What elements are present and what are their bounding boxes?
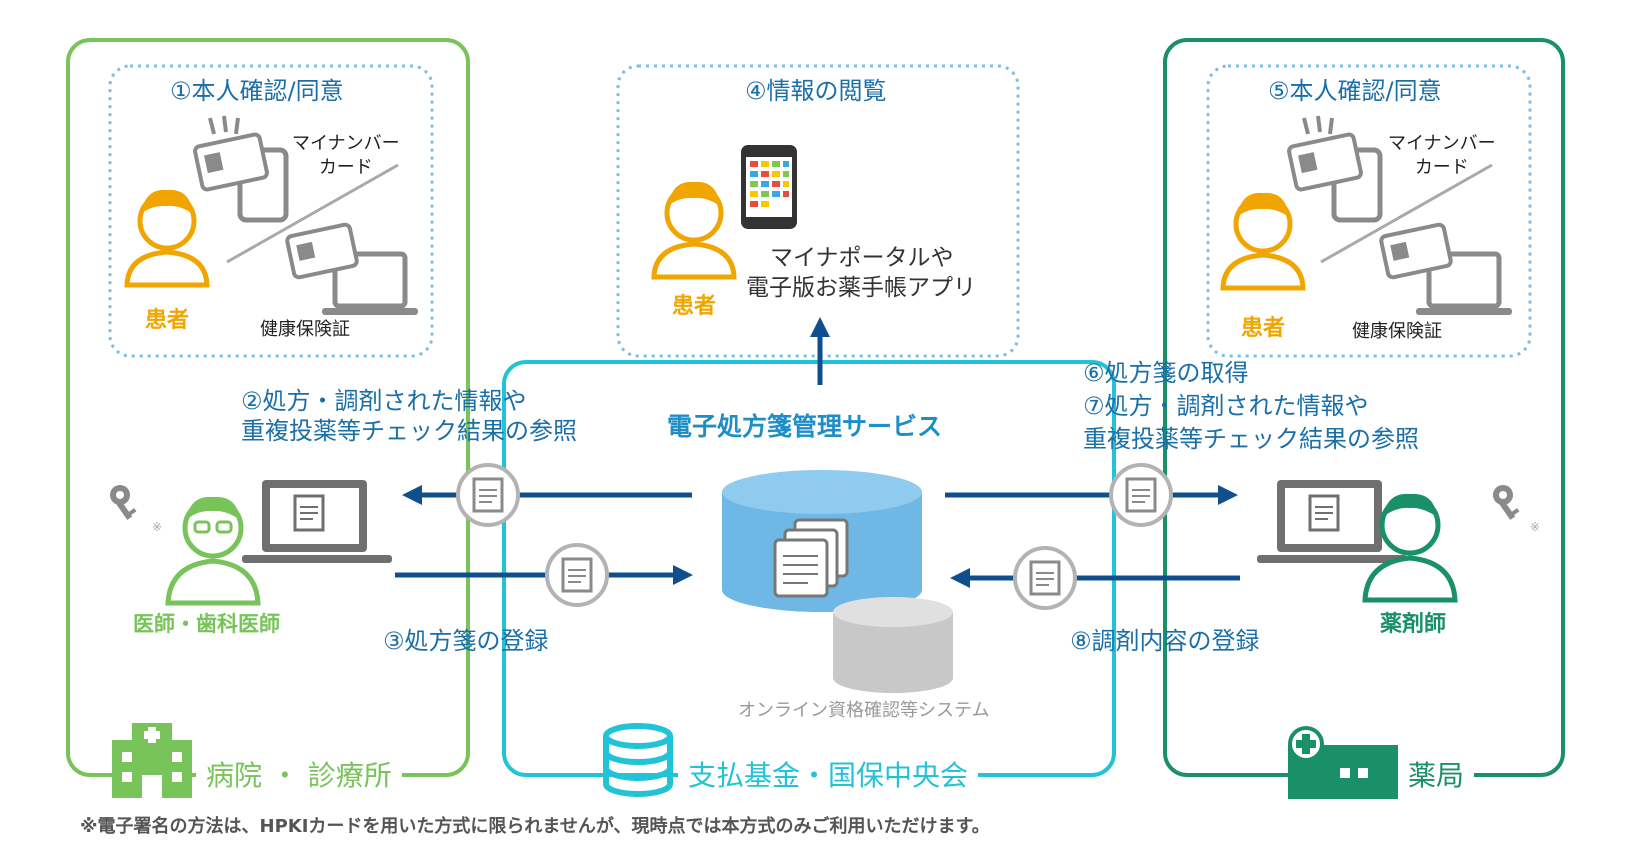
- pharmacist-icon: [1362, 493, 1458, 603]
- step3-label: ③処方箋の登録: [383, 627, 549, 655]
- doctor-laptop-icon: [242, 480, 392, 563]
- center-patient-icon: [651, 181, 737, 280]
- left-patient-icon: [124, 189, 210, 288]
- service-database-icon: [722, 470, 922, 612]
- hospital-section-label: 病院 ・ 診療所: [196, 754, 402, 794]
- doc-circle-3: [1109, 463, 1173, 527]
- service-label: 電子処方箋管理サービス: [667, 412, 943, 441]
- step7-line2: 重複投薬等チェック結果の参照: [1083, 425, 1419, 453]
- left-mynumber-label: マイナンバー カード: [292, 133, 400, 178]
- pharmacy-building-icon: [1288, 726, 1398, 799]
- doctor-key-note: ※: [152, 520, 163, 534]
- step7-line1: ⑦処方・調剤された情報や: [1083, 392, 1369, 420]
- doctor-key-icon: [110, 485, 137, 520]
- step5-label: ⑤本人確認/同意: [1268, 77, 1442, 105]
- online-system-label: オンライン資格確認等システム: [738, 700, 990, 721]
- step6-label: ⑥処方箋の取得: [1083, 359, 1249, 387]
- doc-circle-1: [456, 463, 520, 527]
- left-mynumber-card-icon: [193, 115, 289, 223]
- doctor-label: 医師・歯科医師: [133, 612, 280, 636]
- pharmacist-label: 薬剤師: [1380, 612, 1447, 637]
- left-insurance-card-icon: [285, 222, 418, 315]
- pharmacist-key-note: ※: [1530, 520, 1541, 534]
- smartphone-icon: [741, 145, 797, 229]
- step8-label: ⑧調剤内容の登録: [1070, 627, 1260, 655]
- center-view-box: [616, 64, 1020, 358]
- step2-line2: 重複投薬等チェック結果の参照: [241, 417, 577, 445]
- right-patient-icon: [1220, 192, 1306, 291]
- doctor-icon: [165, 496, 261, 606]
- fund-section-label: 支払基金・国保中央会: [678, 754, 979, 794]
- hospital-building-icon: [112, 723, 192, 798]
- pharmacy-section-label: 薬局: [1398, 754, 1475, 794]
- step2-line1: ②処方・調剤された情報や: [241, 387, 527, 415]
- portal-line1: マイナポータルや: [770, 245, 954, 271]
- doc-circle-4: [1013, 546, 1077, 610]
- left-patient-label: 患者: [145, 308, 190, 333]
- doc-circle-2: [545, 543, 609, 607]
- right-mynumber-label: マイナンバー カード: [1388, 133, 1496, 178]
- right-insurance-card-icon: [1379, 222, 1512, 315]
- right-patient-label: 患者: [1241, 316, 1286, 341]
- right-insurance-label: 健康保険証: [1352, 321, 1442, 342]
- step1-label: ①本人確認/同意: [170, 77, 344, 105]
- fund-database-icon: [603, 723, 673, 797]
- pharmacist-key-icon: [1493, 485, 1520, 520]
- center-patient-label: 患者: [672, 294, 717, 319]
- step4-label: ④情報の閲覧: [745, 77, 887, 105]
- portal-line2: 電子版お薬手帳アプリ: [746, 275, 976, 301]
- online-system-database-icon: [833, 597, 953, 693]
- left-insurance-label: 健康保険証: [260, 319, 350, 340]
- right-mynumber-card-icon: [1287, 115, 1383, 223]
- footnote: ※電子署名の方法は、HPKIカードを用いた方式に限られませんが、現時点では本方式…: [80, 816, 990, 837]
- pharmacist-laptop-icon: [1257, 480, 1407, 563]
